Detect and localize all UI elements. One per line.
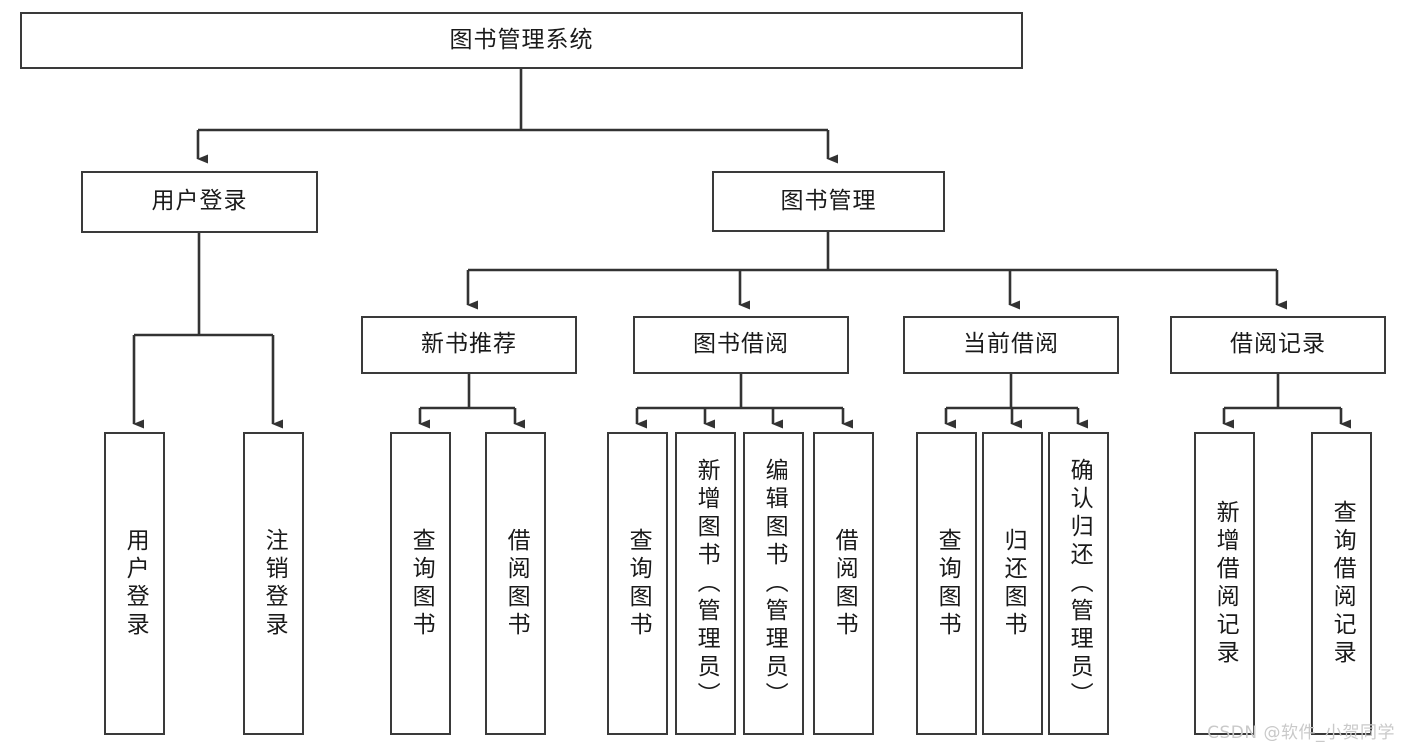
leaf-user-login-logout[interactable]: 注销登录 <box>243 432 304 735</box>
node-new-book-recommend[interactable]: 新书推荐 <box>361 316 577 374</box>
node-label: 新增借阅记录 <box>1212 499 1239 668</box>
node-label: 借阅记录 <box>1230 331 1326 358</box>
node-label: 确认归还（管理员） <box>1066 457 1093 710</box>
node-book-management[interactable]: 图书管理 <box>712 171 945 232</box>
node-label: 查询图书 <box>625 527 652 640</box>
node-label: 查询借阅记录 <box>1329 499 1356 668</box>
node-label: 查询图书 <box>934 527 961 640</box>
leaf-borrow-borrow-book[interactable]: 借阅图书 <box>813 432 874 735</box>
leaf-current-return-book[interactable]: 归还图书 <box>982 432 1043 735</box>
leaf-borrow-add-book-admin[interactable]: 新增图书（管理员） <box>675 432 736 735</box>
node-label: 用户登录 <box>151 188 248 215</box>
leaf-current-confirm-return-admin[interactable]: 确认归还（管理员） <box>1048 432 1109 735</box>
leaf-new-book-query[interactable]: 查询图书 <box>390 432 451 735</box>
leaf-current-query-book[interactable]: 查询图书 <box>916 432 977 735</box>
node-current-borrow[interactable]: 当前借阅 <box>903 316 1119 374</box>
node-book-borrow[interactable]: 图书借阅 <box>633 316 849 374</box>
node-root-system[interactable]: 图书管理系统 <box>20 12 1023 69</box>
leaf-record-query-record[interactable]: 查询借阅记录 <box>1311 432 1372 735</box>
leaf-record-add-record[interactable]: 新增借阅记录 <box>1194 432 1255 735</box>
node-label: 注销登录 <box>261 527 288 640</box>
node-label: 借阅图书 <box>503 527 530 640</box>
node-label: 归还图书 <box>1000 527 1027 640</box>
leaf-borrow-query-book[interactable]: 查询图书 <box>607 432 668 735</box>
watermark-text: CSDN @软件_小贺同学 <box>1207 723 1395 743</box>
node-label: 图书管理系统 <box>449 26 594 53</box>
leaf-new-book-borrow[interactable]: 借阅图书 <box>485 432 546 735</box>
leaf-user-login-login[interactable]: 用户登录 <box>104 432 165 735</box>
node-label: 借阅图书 <box>831 527 858 640</box>
node-label: 新增图书（管理员） <box>693 457 720 710</box>
node-label: 图书管理 <box>780 187 877 214</box>
node-user-login[interactable]: 用户登录 <box>81 171 318 233</box>
node-label: 图书借阅 <box>693 331 789 358</box>
node-borrow-record[interactable]: 借阅记录 <box>1170 316 1386 374</box>
node-label: 编辑图书（管理员） <box>761 457 788 710</box>
node-label: 当前借阅 <box>963 331 1059 358</box>
node-label: 查询图书 <box>408 527 435 640</box>
node-label: 用户登录 <box>122 527 149 640</box>
node-label: 新书推荐 <box>421 331 517 358</box>
leaf-borrow-edit-book-admin[interactable]: 编辑图书（管理员） <box>743 432 804 735</box>
